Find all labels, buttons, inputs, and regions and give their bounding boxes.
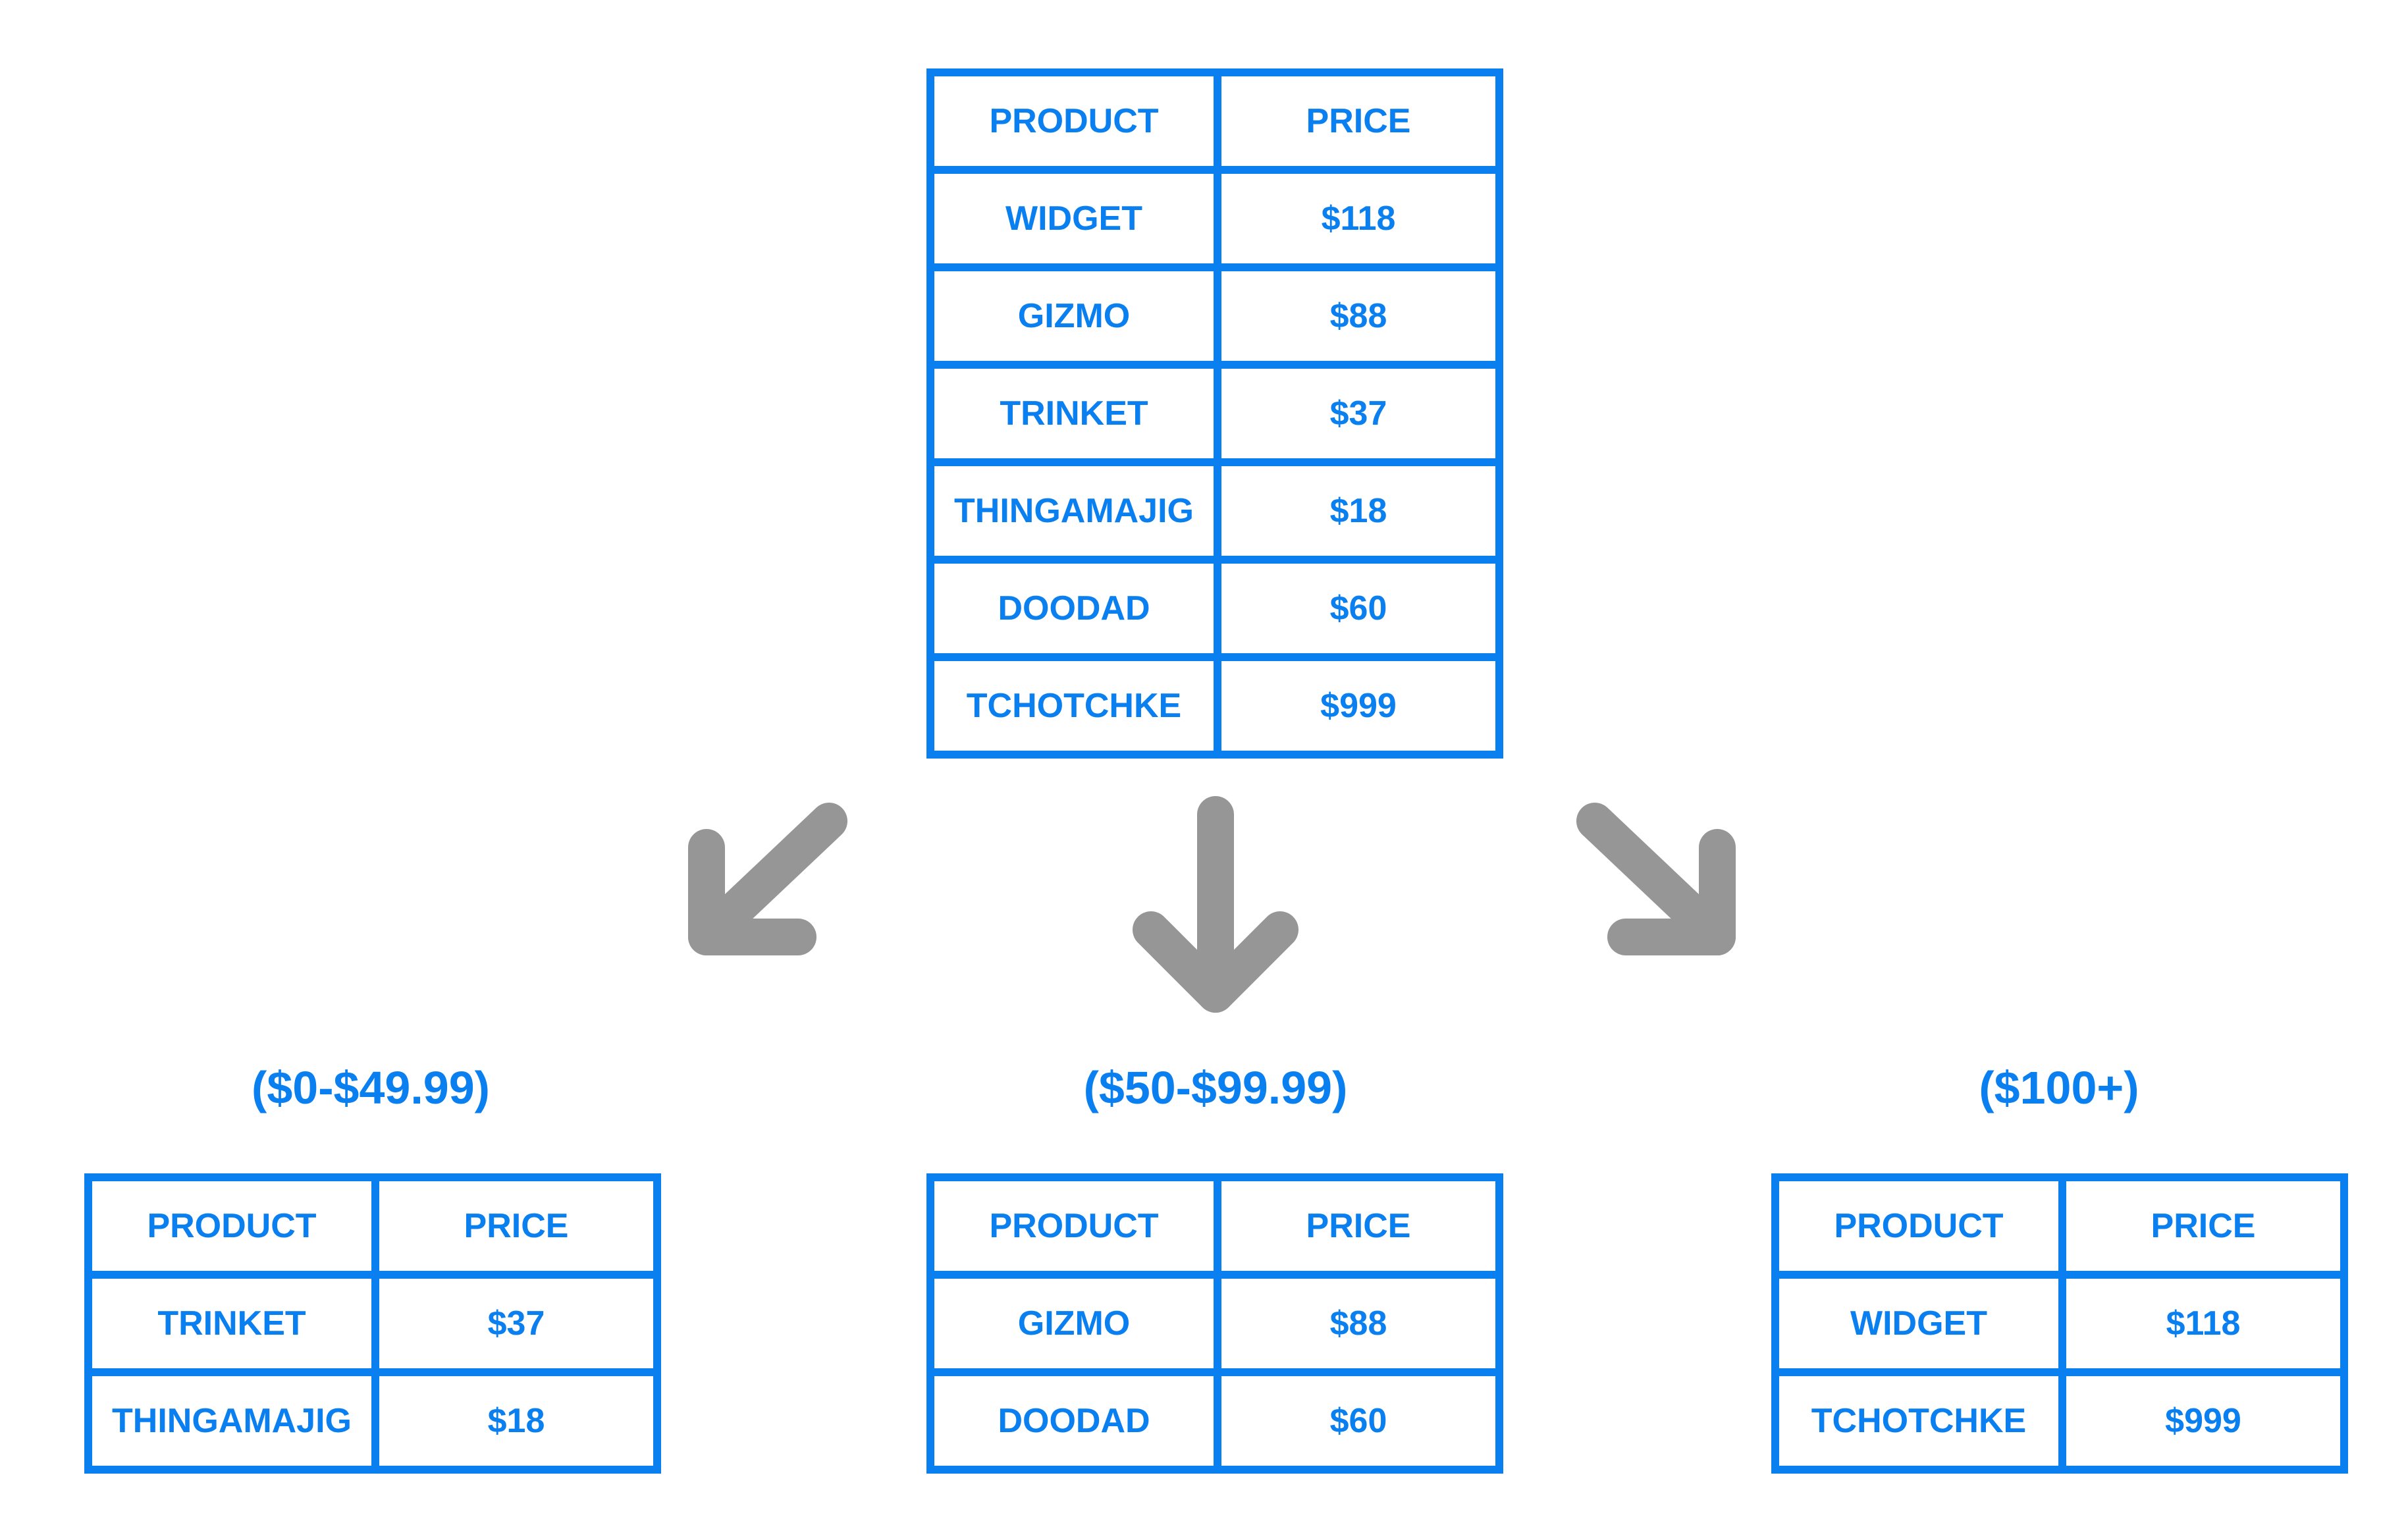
header-price: PRICE — [2058, 1173, 2348, 1279]
product-cell: TRINKET — [84, 1271, 379, 1376]
table-row: GIZMO $88 — [926, 1271, 1503, 1376]
header-product: PRODUCT — [926, 68, 1221, 174]
table-row: DOODAD $60 — [926, 1368, 1503, 1474]
product-cell: THINGAMAJIG — [926, 458, 1221, 564]
price-cell: $118 — [2058, 1271, 2348, 1376]
range-label-low: ($0-$49.99) — [252, 1062, 490, 1113]
header-price: PRICE — [1214, 1173, 1503, 1279]
price-cell: $118 — [1214, 166, 1503, 271]
arrow-down-left-icon — [688, 803, 847, 955]
table-header-row: PRODUCT PRICE — [1771, 1173, 2348, 1279]
product-cell: DOODAD — [926, 1368, 1221, 1474]
table-row: TRINKET $37 — [84, 1271, 661, 1376]
product-cell: WIDGET — [1771, 1271, 2066, 1376]
split-arrows — [688, 796, 1736, 1013]
main-product-table: PRODUCT PRICE WIDGET $118 GIZMO $88 TRIN… — [926, 68, 1503, 759]
product-cell: DOODAD — [926, 556, 1221, 661]
range-label-high: ($100+) — [1979, 1062, 2139, 1113]
header-product: PRODUCT — [926, 1173, 1221, 1279]
price-cell: $999 — [2058, 1368, 2348, 1474]
high-price-table: PRODUCT PRICE WIDGET $118 TCHOTCHKE $999 — [1771, 1173, 2348, 1474]
table-row: THINGAMAJIG $18 — [84, 1368, 661, 1474]
mid-price-table: PRODUCT PRICE GIZMO $88 DOODAD $60 — [926, 1173, 1503, 1474]
table-row: GIZMO $88 — [926, 263, 1503, 369]
product-cell: TRINKET — [926, 361, 1221, 466]
product-cell: WIDGET — [926, 166, 1221, 271]
header-product: PRODUCT — [84, 1173, 379, 1279]
table-row: WIDGET $118 — [926, 166, 1503, 271]
table-row: THINGAMAJIG $18 — [926, 458, 1503, 564]
price-cell: $88 — [1214, 263, 1503, 369]
table-row: WIDGET $118 — [1771, 1271, 2348, 1376]
price-cell: $60 — [1214, 556, 1503, 661]
arrow-down-icon — [1133, 796, 1298, 1013]
price-cell: $18 — [371, 1368, 661, 1474]
table-row: TCHOTCHKE $999 — [1771, 1368, 2348, 1474]
arrow-down-right-icon — [1576, 803, 1736, 955]
price-cell: $60 — [1214, 1368, 1503, 1474]
price-cell: $18 — [1214, 458, 1503, 564]
header-price: PRICE — [1214, 68, 1503, 174]
table-header-row: PRODUCT PRICE — [84, 1173, 661, 1279]
price-cell: $37 — [371, 1271, 661, 1376]
header-product: PRODUCT — [1771, 1173, 2066, 1279]
price-cell: $999 — [1214, 653, 1503, 759]
product-cell: THINGAMAJIG — [84, 1368, 379, 1474]
product-cell: TCHOTCHKE — [926, 653, 1221, 759]
product-cell: GIZMO — [926, 263, 1221, 369]
product-cell: TCHOTCHKE — [1771, 1368, 2066, 1474]
table-header-row: PRODUCT PRICE — [926, 1173, 1503, 1279]
product-cell: GIZMO — [926, 1271, 1221, 1376]
range-label-mid: ($50-$99.99) — [1083, 1062, 1348, 1113]
price-cell: $88 — [1214, 1271, 1503, 1376]
header-price: PRICE — [371, 1173, 661, 1279]
table-row: DOODAD $60 — [926, 556, 1503, 661]
table-row: TCHOTCHKE $999 — [926, 653, 1503, 759]
price-cell: $37 — [1214, 361, 1503, 466]
low-price-table: PRODUCT PRICE TRINKET $37 THINGAMAJIG $1… — [84, 1173, 661, 1474]
table-row: TRINKET $37 — [926, 361, 1503, 466]
table-header-row: PRODUCT PRICE — [926, 68, 1503, 174]
